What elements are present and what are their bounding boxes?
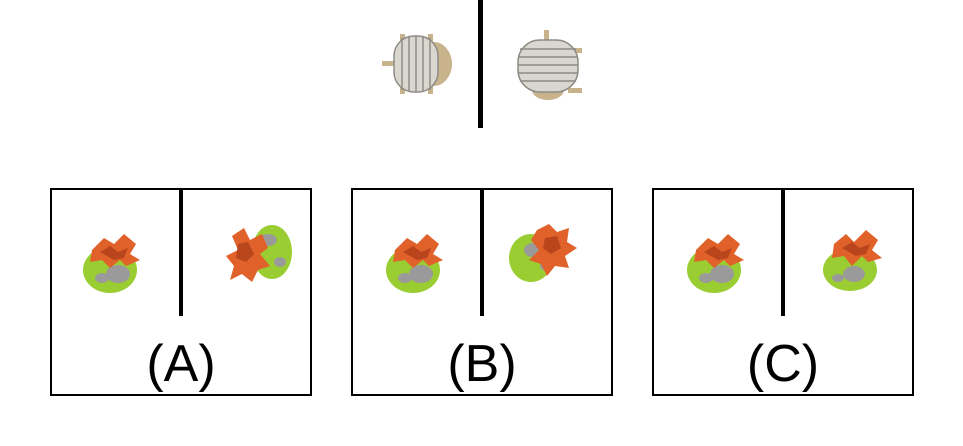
option-c-tree-left <box>687 234 744 293</box>
reference-divider <box>478 0 483 128</box>
reference-spool-left <box>382 34 452 94</box>
option-a-panel[interactable]: (A) <box>50 188 312 396</box>
option-a-tree-left <box>83 234 140 293</box>
option-b-tree-left <box>386 234 443 293</box>
option-c-panel[interactable]: (C) <box>652 188 914 396</box>
option-c-divider <box>781 190 785 316</box>
option-b-divider <box>480 190 484 316</box>
option-a-tree-right <box>226 225 292 282</box>
reference-spool-right <box>517 30 582 100</box>
option-b-label: (B) <box>447 335 517 393</box>
option-a-divider <box>179 190 183 316</box>
option-b-tree-right <box>509 224 577 282</box>
option-c-tree-right <box>823 230 882 291</box>
option-b-panel[interactable]: (B) <box>351 188 613 396</box>
option-c-label: (C) <box>746 335 820 393</box>
option-a-label: (A) <box>146 335 216 393</box>
